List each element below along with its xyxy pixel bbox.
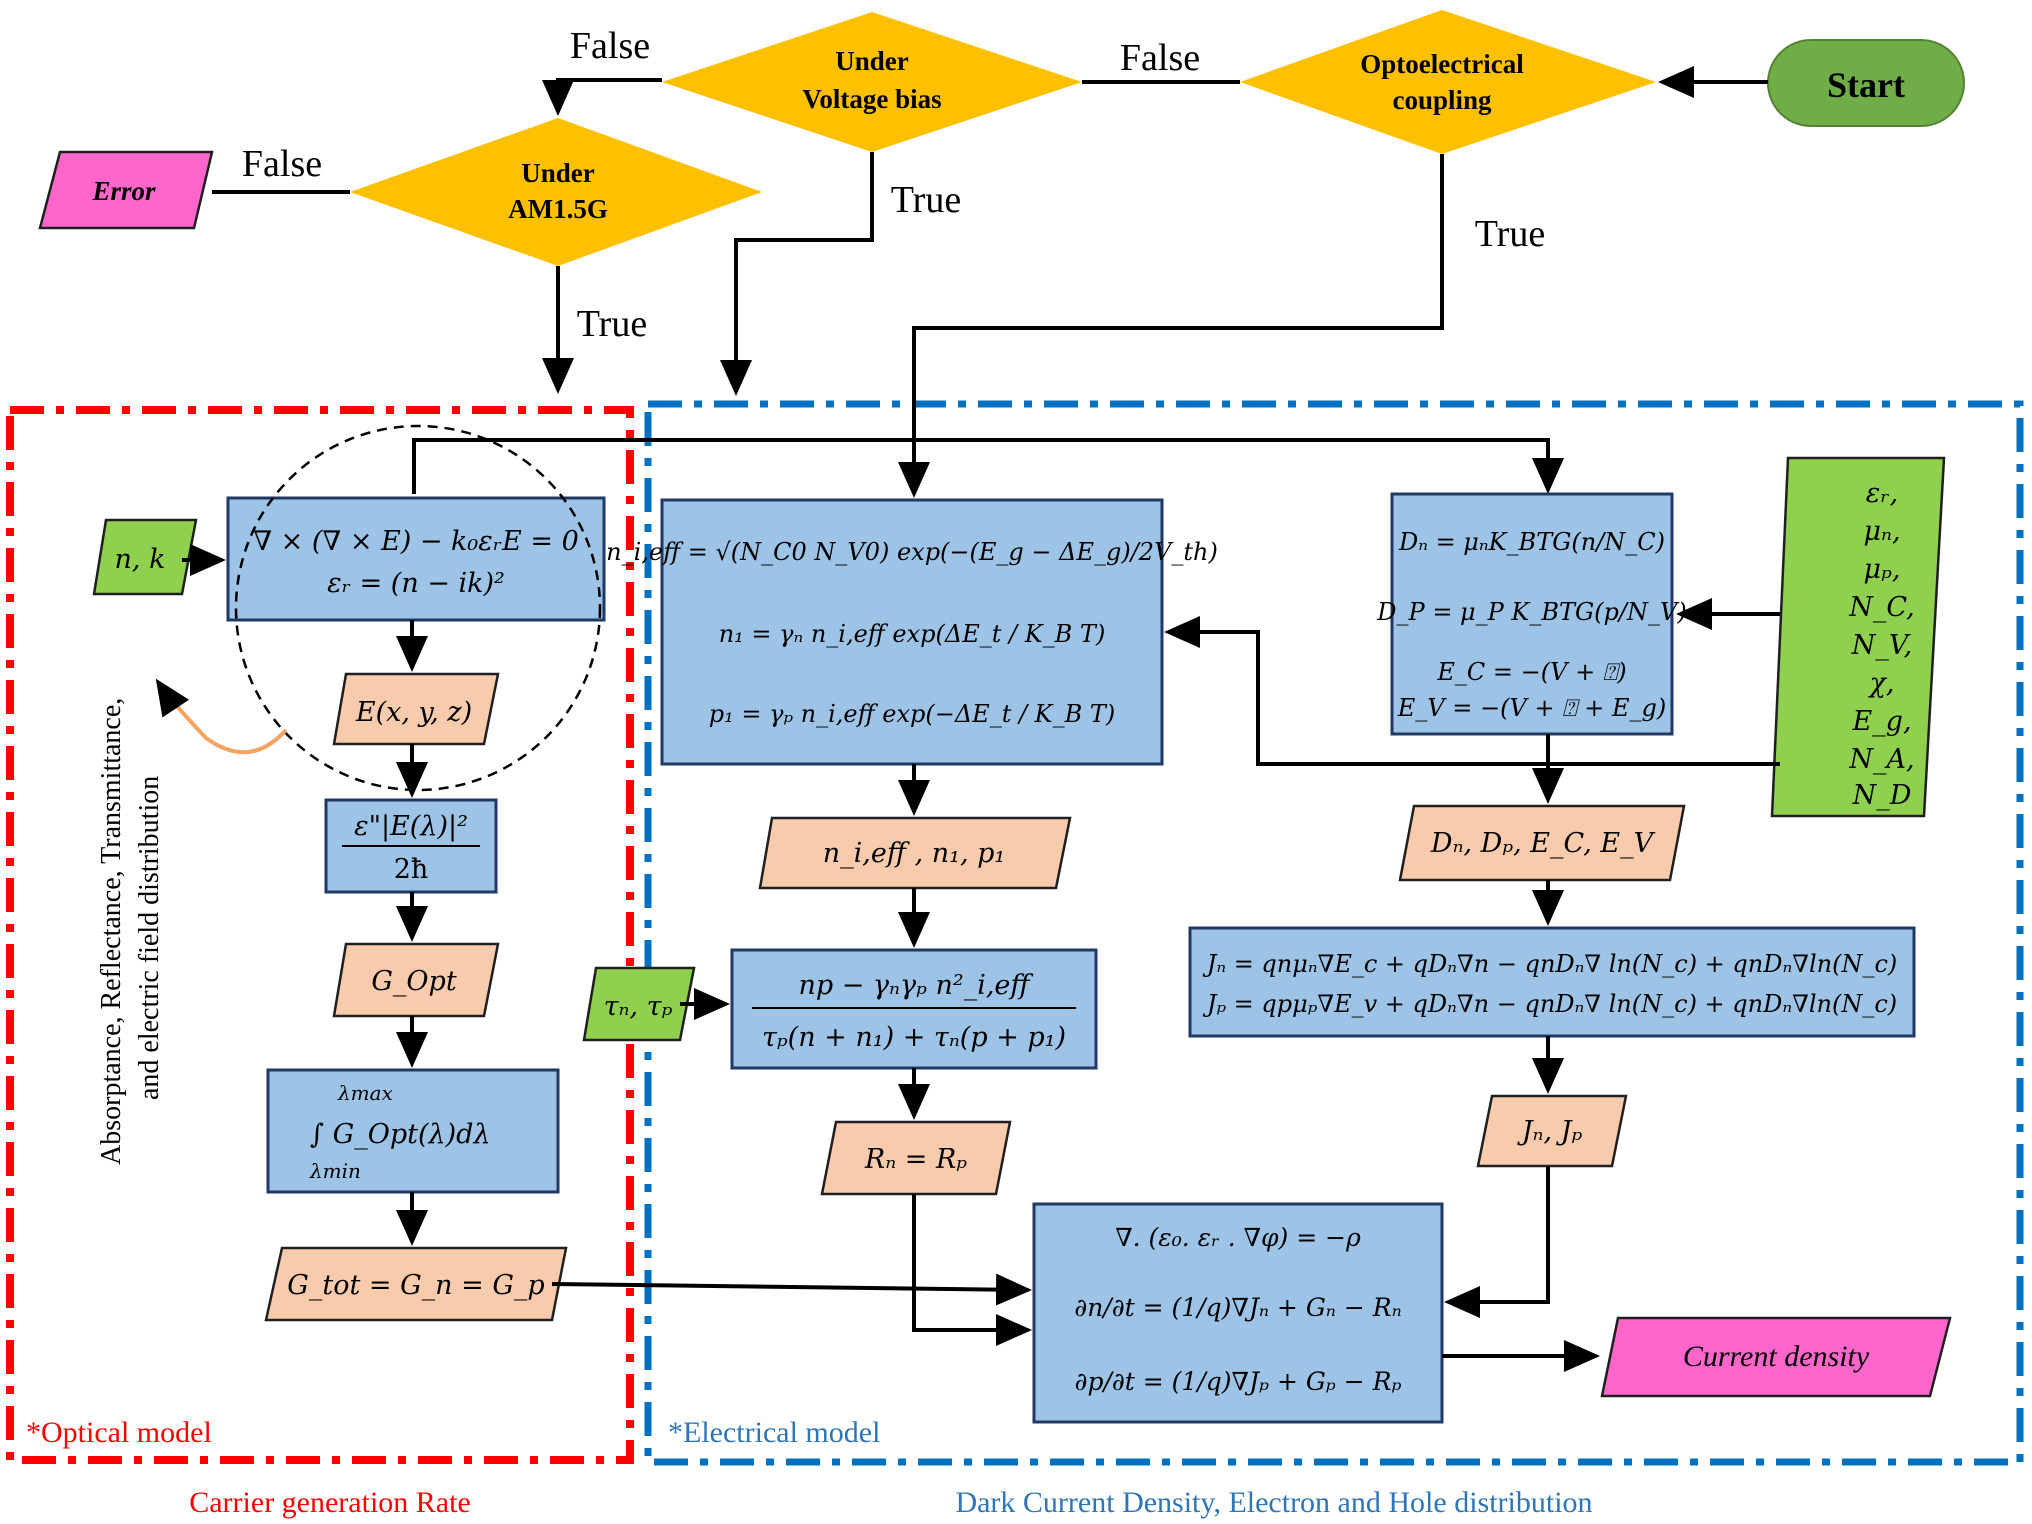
carriers-eq-2: n₁ = γₙ n_i,eff exp(ΔE_t / K_B T) xyxy=(719,620,1106,648)
curved-arrow-icon xyxy=(155,678,288,755)
currents-eq-1: Jₙ = qnμₙ∇E_c + qDₙ∇n − qnDₙ∇ ln(N_c) + … xyxy=(1202,950,1898,978)
optical-caption: Carrier generation Rate xyxy=(189,1486,471,1519)
false-label-voltage: False xyxy=(570,25,650,67)
am15g-decision[interactable]: Under AM1.5G xyxy=(350,118,762,266)
currents-eq-2: Jₚ = qpμₚ∇E_v + qDₙ∇n − qnDₙ∇ ln(N_c) + … xyxy=(1202,990,1897,1018)
electrical-model-border xyxy=(644,400,2024,1466)
srh-denominator: τₚ(n + n₁) + τₙ(p + p₁) xyxy=(762,1022,1066,1053)
maxwell-eq-2: εᵣ = (n − ik)² xyxy=(327,568,505,599)
voltage-bias-decision[interactable]: Under Voltage bias xyxy=(662,12,1082,152)
gen-denominator: 2ħ xyxy=(394,854,429,885)
srh-numerator: np − γₙγₚ n²_i,eff xyxy=(798,970,1033,1001)
diffusion-out-data[interactable]: Dₙ, Dₚ, E_C, E_V xyxy=(1398,804,1686,882)
carriers-box[interactable]: n_i,eff = √(N_C0 N_V0) exp(−(E_g − ΔE_g)… xyxy=(606,498,1218,766)
false-label-opto: False xyxy=(1120,37,1200,79)
false-label-am: False xyxy=(242,143,322,185)
gtot-data[interactable]: G_tot = G_n = G_p xyxy=(264,1246,568,1322)
integral-box[interactable]: λmax ∫ G_Opt(λ)dλ λmin xyxy=(266,1068,560,1194)
param-3: N_C, xyxy=(1848,592,1914,623)
params-input[interactable]: εᵣ, μₙ, μₚ, N_C, N_V, χ, E_g, N_A, N_D xyxy=(1770,456,1946,818)
param-5: χ, xyxy=(1868,668,1895,699)
param-0: εᵣ, xyxy=(1866,478,1898,509)
param-8: N_D xyxy=(1852,780,1912,811)
efield-label: E(x, y, z) xyxy=(355,697,472,728)
optical-model-title: *Optical model xyxy=(26,1416,212,1449)
generation-box[interactable]: ε"|E(λ)|² 2ħ xyxy=(324,798,498,894)
start-terminal[interactable]: Start xyxy=(1767,39,1965,127)
diffusion-eq-4: E_V = −(V + ⍰ + E_g) xyxy=(1397,694,1666,722)
electrical-model-title: *Electrical model xyxy=(668,1416,880,1449)
gtot-label: G_tot = G_n = G_p xyxy=(287,1270,544,1301)
taus-label: τₙ, τₚ xyxy=(604,991,673,1022)
param-2: μₚ, xyxy=(1864,554,1901,585)
integral-expression: ∫ G_Opt(λ)dλ xyxy=(310,1119,491,1150)
side-note-1: Absorptance, Reflectance, Transmittance, xyxy=(96,698,127,1165)
gopt-data[interactable]: G_Opt xyxy=(332,942,500,1018)
poisson-eq-2: ∂n/∂t = (1/q)∇Jₙ + Gₙ − Rₙ xyxy=(1074,1293,1401,1322)
currents-out-label: Jₙ, Jₚ xyxy=(1517,1116,1583,1147)
currents-out-data[interactable]: Jₙ, Jₚ xyxy=(1476,1094,1628,1168)
current-density-output[interactable]: Current density xyxy=(1600,1316,1952,1398)
poisson-eq-3: ∂p/∂t = (1/q)∇Jₚ + Gₚ − Rₚ xyxy=(1075,1367,1402,1396)
int-upper: λmax xyxy=(337,1081,393,1105)
nk-label: n, k xyxy=(115,544,166,575)
param-7: N_A, xyxy=(1848,744,1914,775)
error-terminal[interactable]: Error xyxy=(38,150,214,230)
taus-input[interactable]: τₙ, τₚ xyxy=(582,966,696,1042)
diffusion-eq-1: Dₙ = μₙK_BTG(n/N_C) xyxy=(1398,528,1665,556)
arrow-voltage-true xyxy=(720,152,874,396)
optical-model-border xyxy=(6,406,634,1464)
arrow-params-carriers xyxy=(1164,616,1780,766)
true-label-voltage: True xyxy=(891,179,961,221)
diffusion-out-label: Dₙ, Dₚ, E_C, E_V xyxy=(1430,828,1656,859)
carriers-out-label: n_i,eff , n₁, p₁ xyxy=(823,838,1005,869)
maxwell-eq-1: ∇ × (∇ × E) − k₀εᵣE = 0 xyxy=(253,526,579,557)
poisson-box[interactable]: ∇. (ε₀. εᵣ . ∇φ) = −ρ ∂n/∂t = (1/q)∇Jₙ +… xyxy=(1032,1202,1444,1424)
current-density-label: Current density xyxy=(1683,1340,1870,1373)
true-label-am: True xyxy=(577,303,647,345)
side-note-2: and electric field distribution xyxy=(134,776,165,1100)
currents-box[interactable]: Jₙ = qnμₙ∇E_c + qDₙ∇n − qnDₙ∇ ln(N_c) + … xyxy=(1188,926,1916,1038)
arrow-gtot-poisson xyxy=(551,1273,1032,1306)
arrow-split-top xyxy=(412,438,1564,494)
param-1: μₙ, xyxy=(1863,516,1900,547)
maxwell-box[interactable]: ∇ × (∇ × E) − k₀εᵣE = 0 εᵣ = (n − ik)² xyxy=(226,496,606,622)
highlight-circle xyxy=(234,424,602,792)
voltage-label-2: Voltage bias xyxy=(802,84,941,114)
optoelectrical-label-1: Optoelectrical xyxy=(1360,49,1524,79)
voltage-label-1: Under xyxy=(835,46,909,76)
diffusion-eq-3: E_C = −(V + ⍰) xyxy=(1436,658,1626,686)
nk-input[interactable]: n, k xyxy=(92,518,198,596)
electrical-caption: Dark Current Density, Electron and Hole … xyxy=(955,1486,1592,1519)
arrow-voltage-am xyxy=(542,78,662,116)
gopt-label: G_Opt xyxy=(371,966,456,997)
gen-numerator: ε"|E(λ)|² xyxy=(354,811,468,842)
int-lower: λmin xyxy=(309,1159,361,1183)
param-6: E_g, xyxy=(1851,706,1911,737)
arrow-rn-poisson xyxy=(912,1194,1032,1346)
arrow-opto-true xyxy=(898,154,1444,498)
start-label: Start xyxy=(1827,65,1905,105)
diffusion-eq-2: D_P = μ_P K_BTG(p/N_V) xyxy=(1376,598,1686,626)
error-label: Error xyxy=(91,176,156,206)
arrow-j-poisson xyxy=(1444,1166,1550,1318)
param-4: N_V, xyxy=(1851,630,1913,661)
diffusion-box[interactable]: Dₙ = μₙK_BTG(n/N_C) D_P = μ_P K_BTG(p/N_… xyxy=(1376,492,1687,736)
efield-data[interactable]: E(x, y, z) xyxy=(332,672,500,746)
am15g-label-1: Under xyxy=(521,158,595,188)
optoelectrical-label-2: coupling xyxy=(1392,85,1492,115)
srh-box[interactable]: np − γₙγₚ n²_i,eff τₚ(n + n₁) + τₙ(p + p… xyxy=(730,948,1098,1070)
optoelectrical-decision[interactable]: Optoelectrical coupling xyxy=(1240,10,1656,154)
carriers-out-data[interactable]: n_i,eff , n₁, p₁ xyxy=(758,816,1072,890)
true-label-opto: True xyxy=(1475,213,1545,255)
poisson-eq-1: ∇. (ε₀. εᵣ . ∇φ) = −ρ xyxy=(1115,1223,1361,1252)
carriers-eq-3: p₁ = γₚ n_i,eff exp(−ΔE_t / K_B T) xyxy=(709,700,1116,728)
am15g-label-2: AM1.5G xyxy=(508,194,608,224)
rn-data[interactable]: Rₙ = Rₚ xyxy=(820,1120,1012,1196)
rn-label: Rₙ = Rₚ xyxy=(864,1144,967,1175)
carriers-eq-1: n_i,eff = √(N_C0 N_V0) exp(−(E_g − ΔE_g)… xyxy=(606,538,1218,566)
